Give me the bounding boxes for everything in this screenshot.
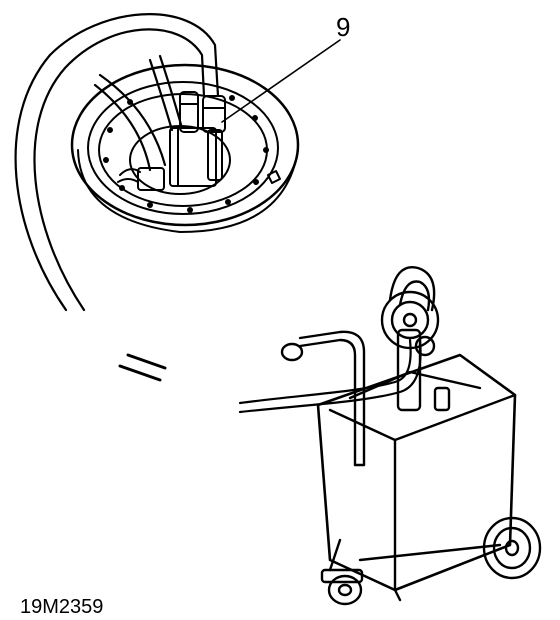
fuel-pump-module — [70, 63, 300, 233]
fuel-pump-outlet-connector — [202, 95, 226, 181]
figure-code: 19M2359 — [20, 596, 103, 618]
fuel-drain-cart — [280, 265, 542, 606]
hoses — [14, 13, 422, 414]
callout-leader-line — [221, 39, 341, 123]
ring-bolts — [103, 95, 269, 213]
callout-number: 9 — [336, 12, 350, 42]
